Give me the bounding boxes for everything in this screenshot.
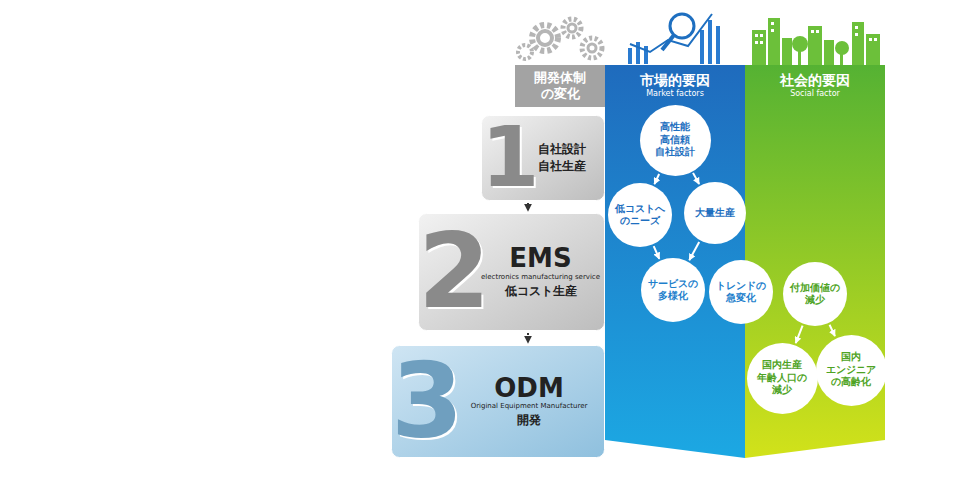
flow-arrow xyxy=(527,203,529,211)
factor-circle: 付加価値の 減少 xyxy=(783,262,847,326)
circle-text: 付加価値の 減少 xyxy=(789,282,841,307)
block-content: EMSelectronics manufacturing service低コスト… xyxy=(480,213,601,331)
factor-circle: 国内生産 年齢人口の 減少 xyxy=(747,343,818,414)
band-title: 社会的要因 xyxy=(780,71,850,89)
block-content: ODMOriginal Equipment Manufacturer開発 xyxy=(457,345,601,458)
factor-circle: 大量生産 xyxy=(684,182,746,244)
factor-circle: 高性能 高信頼 自社設計 xyxy=(640,105,711,176)
header-box: 開発体制 の変化 xyxy=(515,65,605,107)
block-text: 開発 xyxy=(517,411,541,429)
step-number: 2 xyxy=(418,225,490,319)
circle-text: トレンドの 急変化 xyxy=(715,280,767,305)
city-icon xyxy=(752,18,880,65)
block-text: 低コスト生産 xyxy=(505,282,577,300)
digit-holder: 3 xyxy=(391,345,463,458)
circle-text: 大量生産 xyxy=(695,207,735,220)
factor-band: 市場的要因Market factors 高性能 高信頼 自社設計低コストへ のニー… xyxy=(605,65,745,458)
factor-band: 社会的要因Social factor 付加価値の 減少国内生産 年齢人口の 減少国… xyxy=(745,65,885,458)
band-header: 社会的要因Social factor xyxy=(745,71,885,99)
circle-text: 高性能 高信頼 自社設計 xyxy=(649,121,701,159)
stage-block: 2EMSelectronics manufacturing service低コス… xyxy=(418,213,605,331)
chart-icon xyxy=(628,14,720,64)
band-subtitle: Social factor xyxy=(790,89,840,99)
factor-circle: 国内 エンジニア の高齢化 xyxy=(816,335,887,406)
block-title: ODM xyxy=(494,374,564,403)
digit-holder: 2 xyxy=(418,213,490,331)
header-text: 開発体制 の変化 xyxy=(528,70,593,103)
block-subtitle: electronics manufacturing service xyxy=(481,273,600,282)
step-number: 1 xyxy=(481,120,539,196)
gear-icon xyxy=(518,19,602,59)
circle-text: 国内 エンジニア の高齢化 xyxy=(825,351,877,389)
block-subtitle: Original Equipment Manufacturer xyxy=(471,402,588,411)
block-title: EMS xyxy=(509,244,571,273)
band-title: 市場的要因 xyxy=(640,71,710,89)
flow-arrow xyxy=(527,333,529,343)
step-number: 3 xyxy=(391,355,463,449)
stage-block: 3ODMOriginal Equipment Manufacturer開発 xyxy=(391,345,605,458)
circle-text: 国内生産 年齢人口の 減少 xyxy=(756,359,808,397)
factor-circle: サービスの 多様化 xyxy=(641,258,705,322)
block-text: 自社設計 自社生産 xyxy=(532,141,592,175)
factor-circle: 低コストへ のニーズ xyxy=(608,183,672,247)
digit-holder: 1 xyxy=(481,115,539,201)
band-subtitle: Market factors xyxy=(646,89,704,99)
factor-circle: トレンドの 急変化 xyxy=(709,260,773,324)
stage-block: 1自社設計 自社生産 xyxy=(481,115,605,201)
band-header: 市場的要因Market factors xyxy=(605,71,745,99)
circle-text: 低コストへ のニーズ xyxy=(614,203,666,228)
circle-text: サービスの 多様化 xyxy=(647,278,699,303)
